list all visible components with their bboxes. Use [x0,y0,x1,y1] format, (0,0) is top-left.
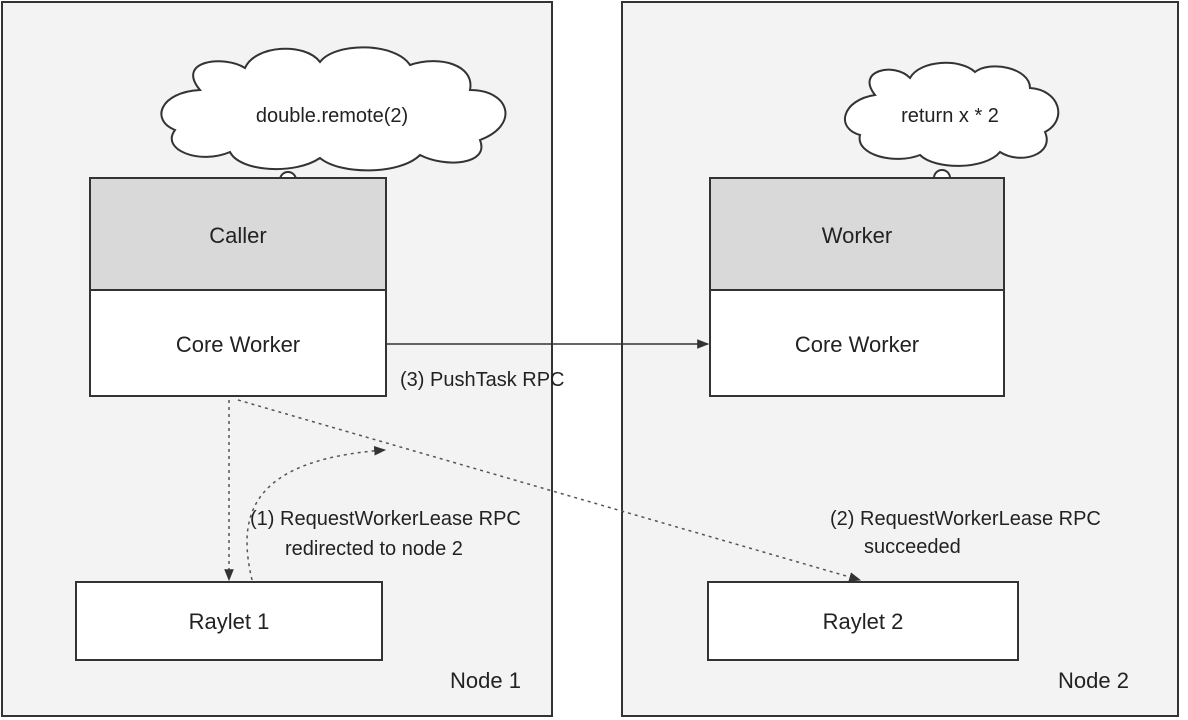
worker-core-worker-label: Core Worker [795,332,919,357]
step1-label-line2: redirected to node 2 [285,538,463,560]
caller-label: Caller [209,223,266,248]
step1-label-line1: (1) RequestWorkerLease RPC [250,508,521,530]
caller-core-worker-label: Core Worker [176,332,300,357]
request-lease-raylet2-arrow [237,399,862,582]
caller-thought-text: double.remote(2) [256,105,408,127]
node-2-label: Node 2 [1058,668,1129,693]
raylet-1-label: Raylet 1 [189,609,270,634]
node-1-label: Node 1 [450,668,521,693]
step2-label-line1: (2) RequestWorkerLease RPC [830,508,1101,530]
raylet-2-label: Raylet 2 [823,609,904,634]
worker-label: Worker [822,223,893,248]
raylet-2-box [707,581,1019,661]
caller-box [89,177,387,291]
raylet-1-box [75,581,383,661]
worker-thought-text: return x * 2 [901,105,999,127]
caller-core-worker-box [89,289,387,397]
redirect-curve-arrow [246,445,387,581]
worker-core-worker-box [709,289,1005,397]
push-task-label: (3) PushTask RPC [400,369,565,391]
step2-label-line2: succeeded [864,536,961,558]
